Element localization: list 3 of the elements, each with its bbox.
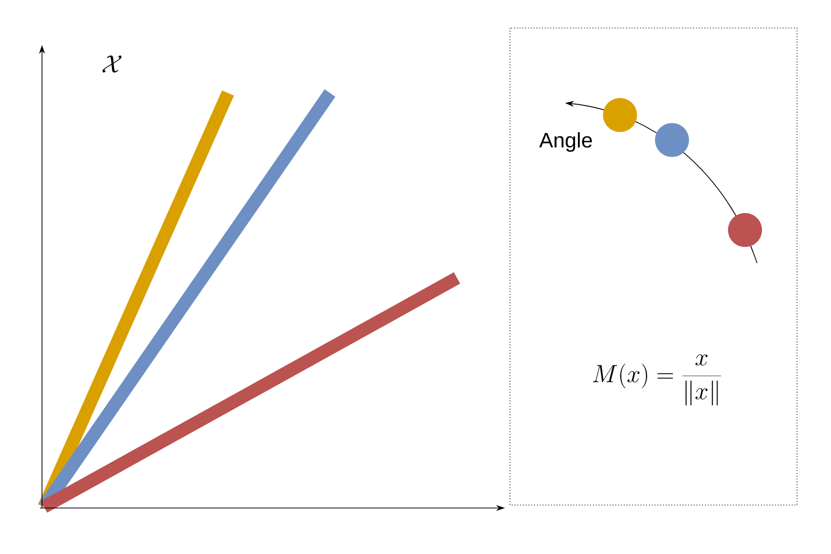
angle-label: Angle [539,132,592,152]
axis-label: $\mathcal{X}$ [102,56,122,72]
formula: $M(x) = \frac{x}{\|x\|}$ [592,354,722,406]
